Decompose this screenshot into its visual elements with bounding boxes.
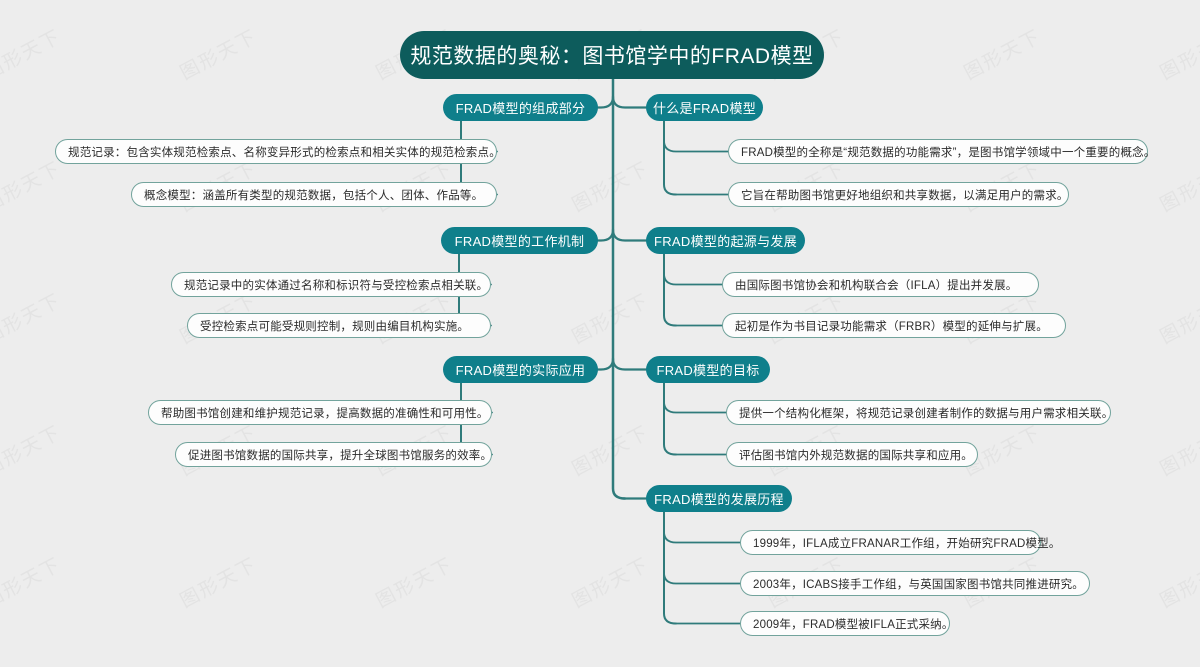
branch-node-origin[interactable]: FRAD模型的起源与发展 bbox=[646, 227, 805, 254]
watermark-text: 图形天下 bbox=[960, 26, 1045, 85]
leaf-node-origin-1[interactable]: 由国际图书馆协会和机构联合会（IFLA）提出并发展。 bbox=[722, 272, 1039, 297]
watermark-text: 图形天下 bbox=[0, 422, 65, 481]
watermark-text: 图形天下 bbox=[1156, 290, 1200, 349]
connector-path bbox=[596, 95, 615, 109]
watermark-text: 图形天下 bbox=[176, 26, 261, 85]
watermark-text: 图形天下 bbox=[0, 554, 65, 613]
branch-node-history[interactable]: FRAD模型的发展历程 bbox=[646, 485, 792, 512]
connector-path bbox=[663, 571, 741, 585]
leaf-node-what-is-1[interactable]: FRAD模型的全称是“规范数据的功能需求”，是图书馆学领域中一个重要的概念。 bbox=[728, 139, 1155, 164]
watermark-text: 图形天下 bbox=[1156, 26, 1200, 85]
leaf-node-components-2[interactable]: 概念模型：涵盖所有类型的规范数据，包括个人、团体、作品等。 bbox=[131, 182, 497, 207]
watermark-text: 图形天下 bbox=[176, 554, 261, 613]
connector-path bbox=[663, 400, 727, 414]
connector-path bbox=[663, 511, 677, 625]
branch-node-components[interactable]: FRAD模型的组成部分 bbox=[443, 94, 598, 121]
connector-path bbox=[611, 228, 648, 242]
leaf-node-components-1[interactable]: 规范记录：包含实体规范检索点、名称变异形式的检索点和相关实体的规范检索点。 bbox=[55, 139, 501, 164]
connector-path bbox=[663, 530, 741, 544]
connector-path bbox=[663, 272, 723, 286]
leaf-node-application-1[interactable]: 帮助图书馆创建和维护规范记录，提高数据的准确性和可用性。 bbox=[148, 400, 492, 425]
watermark-text: 图形天下 bbox=[568, 290, 653, 349]
leaf-node-mechanism-2[interactable]: 受控检索点可能受规则控制，规则由编目机构实施。 bbox=[187, 313, 491, 338]
watermark-text: 图形天下 bbox=[1156, 158, 1200, 217]
branch-node-application[interactable]: FRAD模型的实际应用 bbox=[443, 356, 598, 383]
leaf-node-goals-2[interactable]: 评估图书馆内外规范数据的国际共享和应用。 bbox=[726, 442, 978, 467]
leaf-node-what-is-2[interactable]: 它旨在帮助图书馆更好地组织和共享数据，以满足用户的需求。 bbox=[728, 182, 1069, 207]
watermark-text: 图形天下 bbox=[0, 158, 65, 217]
branch-node-goals[interactable]: FRAD模型的目标 bbox=[646, 356, 770, 383]
leaf-node-application-2[interactable]: 促进图书馆数据的国际共享，提升全球图书馆服务的效率。 bbox=[175, 442, 492, 467]
watermark-text: 图形天下 bbox=[568, 554, 653, 613]
connector-path bbox=[611, 357, 648, 371]
leaf-node-history-3[interactable]: 2009年，FRAD模型被IFLA正式采纳。 bbox=[740, 611, 953, 636]
branch-node-what-is[interactable]: 什么是FRAD模型 bbox=[646, 94, 763, 121]
watermark-text: 图形天下 bbox=[568, 422, 653, 481]
connector-path bbox=[663, 120, 677, 196]
leaf-node-mechanism-1[interactable]: 规范记录中的实体通过名称和标识符与受控检索点相关联。 bbox=[171, 272, 491, 297]
leaf-node-history-1[interactable]: 1999年，IFLA成立FRANAR工作组，开始研究FRAD模型。 bbox=[740, 530, 1060, 555]
watermark-text: 图形天下 bbox=[0, 26, 65, 85]
connector-path bbox=[611, 95, 648, 109]
watermark-text: 图形天下 bbox=[372, 554, 457, 613]
watermark-text: 图形天下 bbox=[1156, 554, 1200, 613]
watermark-text: 图形天下 bbox=[1156, 422, 1200, 481]
leaf-node-origin-2[interactable]: 起初是作为书目记录功能需求（FRBR）模型的延伸与扩展。 bbox=[722, 313, 1066, 338]
connector-path bbox=[663, 139, 729, 153]
connector-path bbox=[596, 357, 615, 371]
watermark-text: 图形天下 bbox=[0, 290, 65, 349]
connector-path bbox=[663, 382, 677, 456]
branch-node-mechanism[interactable]: FRAD模型的工作机制 bbox=[441, 227, 598, 254]
connector-path bbox=[596, 228, 615, 242]
connector-path bbox=[611, 77, 627, 500]
watermark-text: 图形天下 bbox=[568, 158, 653, 217]
leaf-node-goals-1[interactable]: 提供一个结构化框架，将规范记录创建者制作的数据与用户需求相关联。 bbox=[726, 400, 1113, 425]
leaf-node-history-2[interactable]: 2003年，ICABS接手工作组，与英国国家图书馆共同推进研究。 bbox=[740, 571, 1090, 596]
mindmap-title[interactable]: 规范数据的奥秘：图书馆学中的FRAD模型 bbox=[400, 31, 824, 79]
connector-path bbox=[663, 253, 677, 327]
